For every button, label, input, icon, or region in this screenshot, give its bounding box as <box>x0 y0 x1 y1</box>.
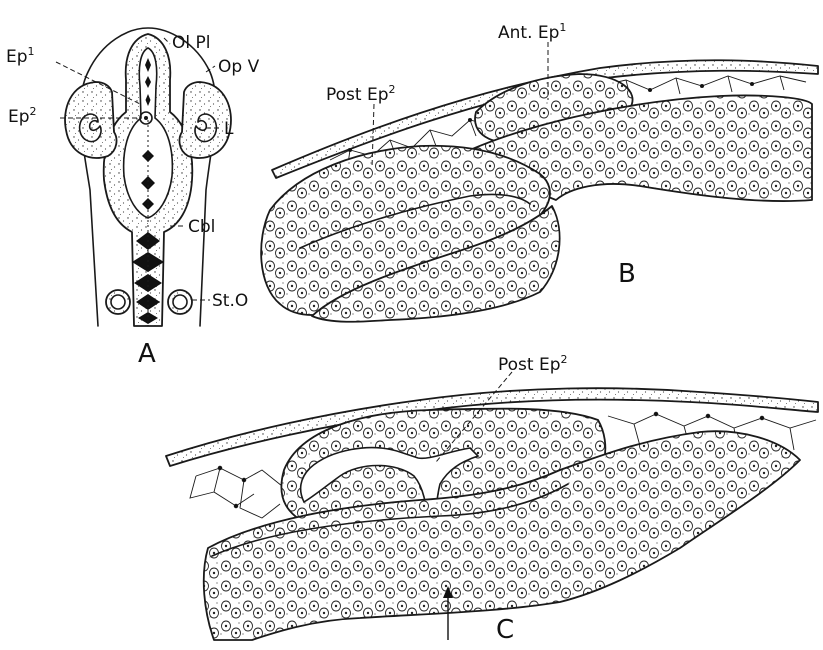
label-ant-ep1: Ant. Ep1 <box>498 21 566 43</box>
label-cbl: Cbl <box>188 217 215 237</box>
label-ep2: Ep2 <box>8 105 37 127</box>
label-post-ep2-b: Post Ep2 <box>326 83 396 105</box>
optic-vesicle-left <box>65 82 116 158</box>
label-l: L <box>224 119 234 139</box>
leader-ol-pl <box>164 38 170 44</box>
panel-letter-a: A <box>138 339 156 369</box>
panel-letter-c: C <box>496 615 514 645</box>
statocyst-right <box>168 290 192 314</box>
statocyst-left <box>106 290 130 314</box>
label-st-o: St.O <box>212 291 248 311</box>
panel-a: Ol Pl Op V L Ep1 Ep2 Cbl St.O A <box>6 28 260 369</box>
panel-c: Post Ep2 C <box>166 353 818 645</box>
panel-letter-b: B <box>618 259 636 289</box>
label-ol-pl: Ol Pl <box>172 33 210 53</box>
label-op-v: Op V <box>218 57 260 77</box>
label-post-ep2-c: Post Ep2 <box>498 353 568 375</box>
label-ep1: Ep1 <box>6 45 35 67</box>
panel-b: Ant. Ep1 Post Ep2 B <box>261 21 818 322</box>
